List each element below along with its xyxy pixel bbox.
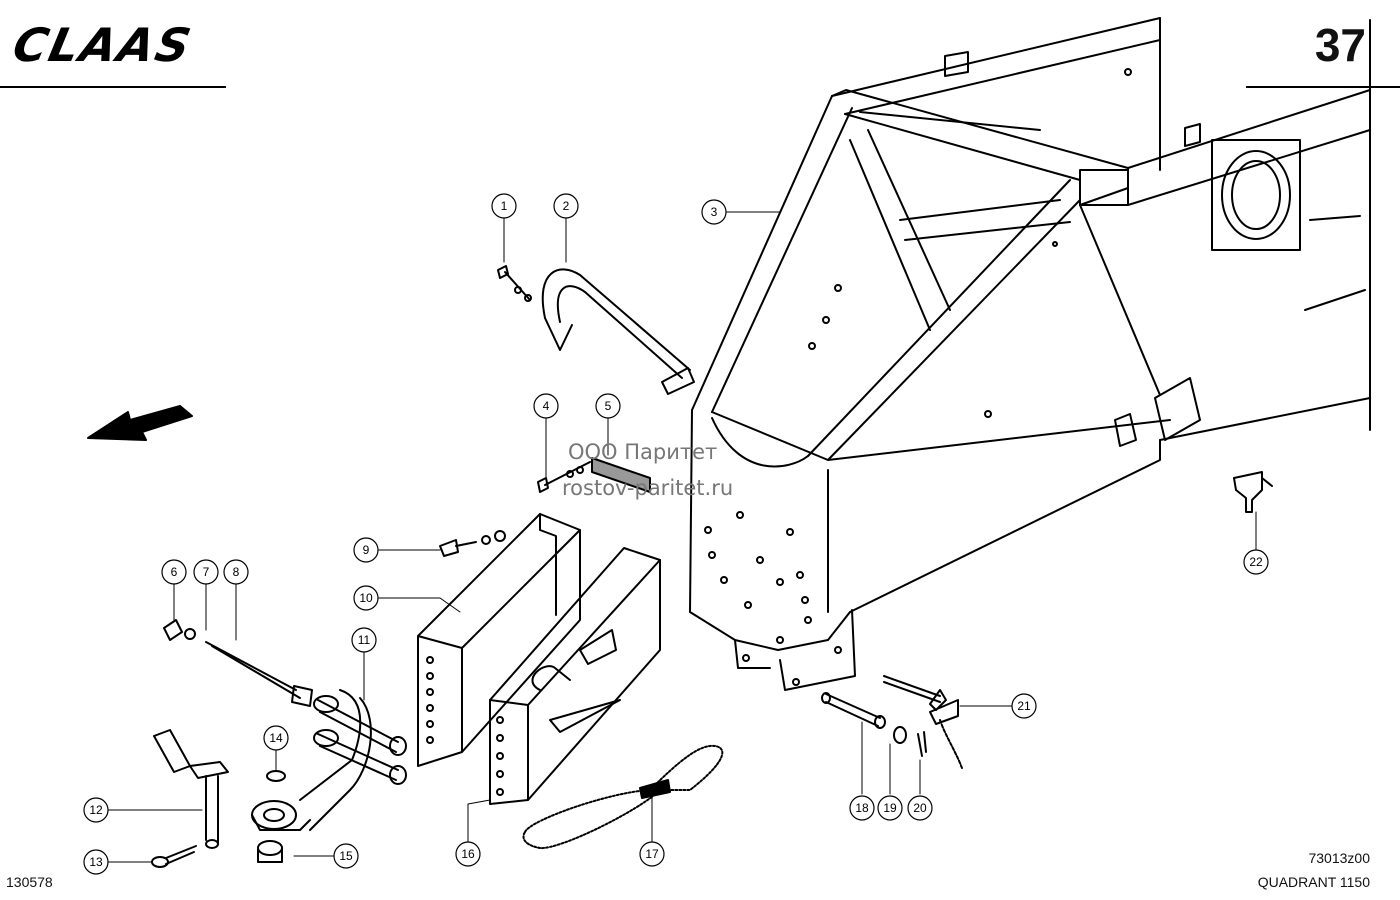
part-21-pin-drawing [883,675,963,769]
part-2-handle-drawing [541,268,695,395]
callout-16: 16 [461,847,475,861]
callout-21: 21 [1017,699,1031,713]
callout-labels: 1 2 3 4 5 6 7 8 9 10 11 12 13 14 15 16 1… [89,199,1263,869]
header-rule-left [0,86,226,88]
footer-model: QUADRANT 1150 [1257,874,1370,890]
callout-5: 5 [605,399,612,413]
callout-10: 10 [359,591,373,605]
part-4-5-drawing [537,457,651,493]
header-rule-right [1246,86,1400,88]
callout-circles [83,193,1269,875]
part-16-bracket-drawing [489,547,661,805]
part-11-arm-drawing [251,689,407,831]
callout-20: 20 [913,801,927,815]
part-15-bush-drawing [257,840,283,863]
part-1-bolt-drawing [497,265,532,302]
callout-14: 14 [269,731,283,745]
direction-arrow-icon [87,405,193,441]
callout-4: 4 [543,399,550,413]
callout-3: 3 [711,205,718,219]
callout-17: 17 [645,847,659,861]
page-number: 37 [1314,19,1366,71]
part-10-bracket-drawing [417,513,581,767]
part-14-ring-drawing [266,770,286,782]
part-20-clip-drawing [917,731,927,757]
part-12-pin-drawing [153,729,229,849]
callout-11: 11 [358,633,371,647]
leader-lines [107,211,1257,863]
callout-19: 19 [883,801,897,815]
part-13-clip-drawing [151,845,197,868]
part-22-clamp-drawing [1233,471,1273,513]
callout-1: 1 [501,199,508,213]
callout-12: 12 [89,803,103,817]
part-6-7-8-drawing [163,619,313,707]
part-17-cable-drawing [522,744,724,850]
callout-13: 13 [89,855,103,869]
callout-9: 9 [363,543,370,557]
watermark-company: ООО Паритет [568,440,718,464]
part-18-pin-drawing [821,692,886,729]
callout-6: 6 [171,565,178,579]
callout-2: 2 [563,199,570,213]
callout-7: 7 [203,565,210,579]
footer-drawing-code: 73013z00 [1308,850,1370,866]
part-9-bolt-drawing [439,530,506,557]
footer-left-code: 130578 [6,874,53,890]
part-19-washer-drawing [893,726,907,744]
watermark-url: rostov-paritet.ru [562,476,734,500]
callout-15: 15 [339,849,353,863]
callout-18: 18 [855,801,869,815]
callout-22: 22 [1249,555,1263,569]
callout-8: 8 [233,565,240,579]
main-frame-drawing [689,17,1371,691]
